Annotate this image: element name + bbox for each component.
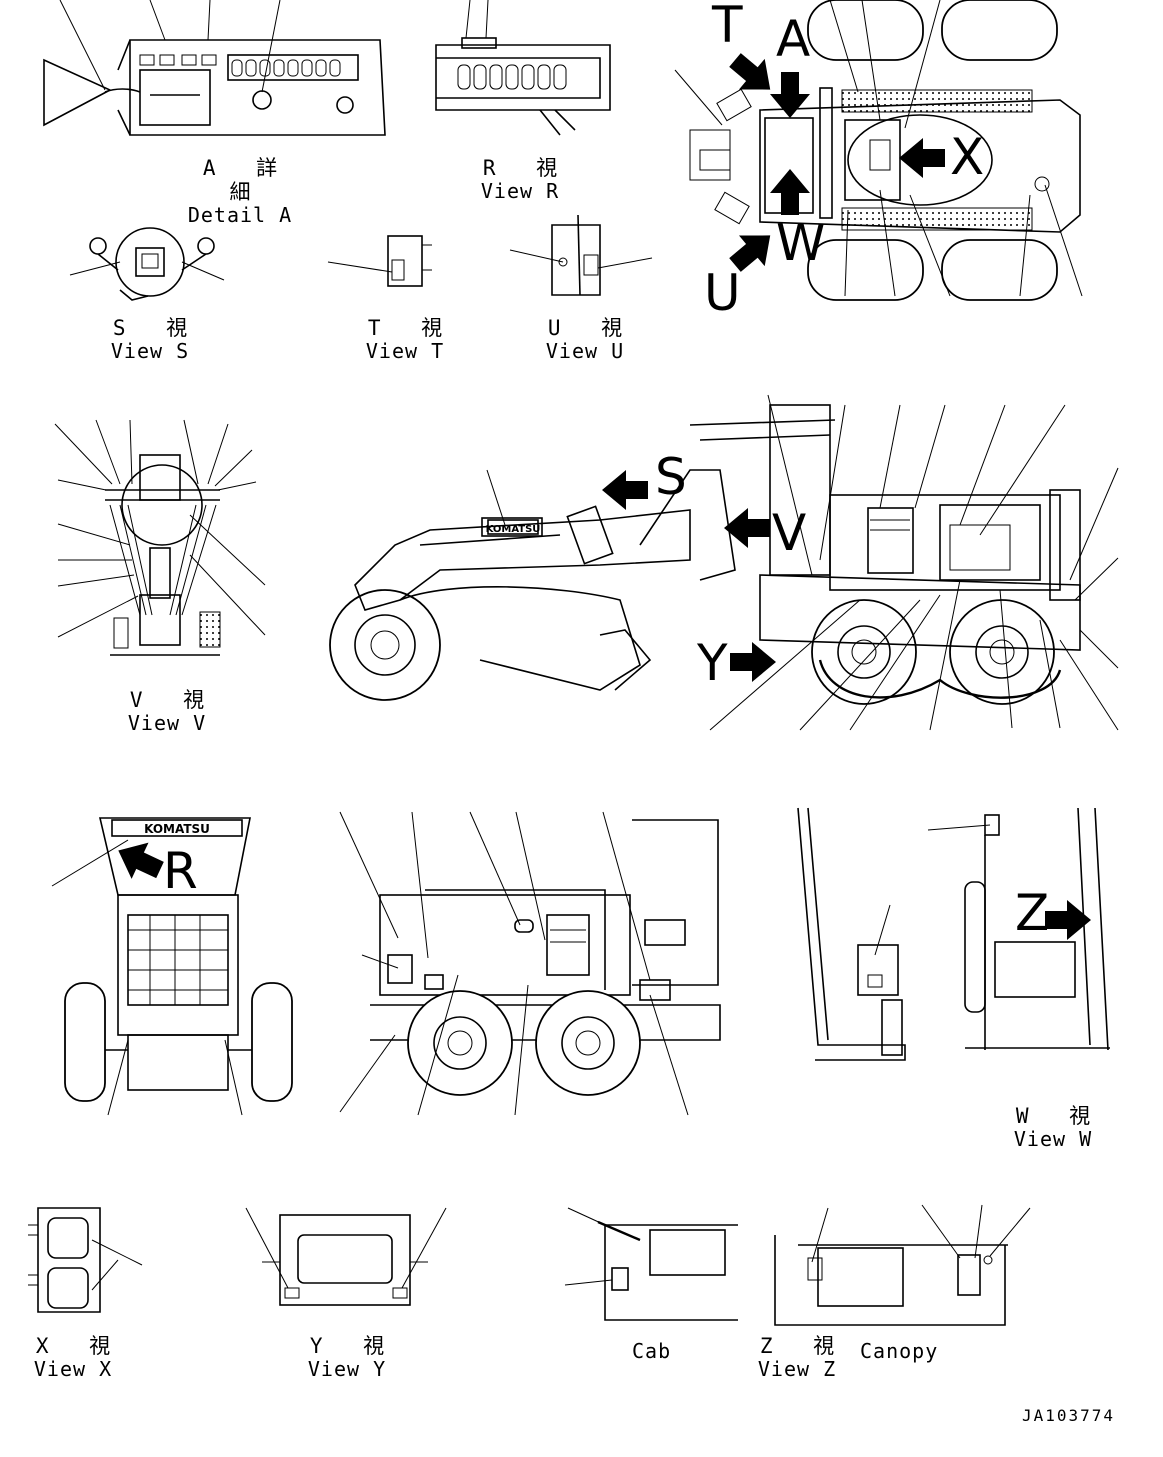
view-x-drawing xyxy=(28,1207,143,1313)
marker-s: S xyxy=(655,448,687,506)
caption-view-z-en: View Z xyxy=(757,1357,837,1382)
caption-view-r: R 視 View R xyxy=(465,156,575,203)
caption-view-y: Y 視 View Y xyxy=(292,1334,402,1381)
caption-detail-a-jp: A 詳 細 xyxy=(202,156,292,205)
marker-w: W xyxy=(776,214,826,272)
caption-detail-a-en: Detail A xyxy=(187,203,293,228)
top-view-drawing xyxy=(674,0,1083,301)
caption-view-s-jp: S 視 xyxy=(112,316,202,340)
caption-view-x-jp: X 視 xyxy=(35,1334,125,1358)
cab-drawing xyxy=(564,1207,738,1321)
caption-view-u: U 視 View U xyxy=(530,316,640,363)
caption-view-s-en: View S xyxy=(110,339,190,364)
caption-cab: Cab xyxy=(632,1340,742,1363)
caption-view-y-en: View Y xyxy=(307,1357,387,1382)
caption-view-r-en: View R xyxy=(480,179,560,204)
marker-x: X xyxy=(950,128,985,186)
caption-view-t: T 視 View T xyxy=(350,316,460,363)
view-v-drawing xyxy=(54,419,266,656)
komatsu-logo-front: KOMATSU xyxy=(144,822,210,836)
caption-view-t-en: View T xyxy=(365,339,445,364)
marker-z: Z xyxy=(1015,884,1050,942)
marker-v: V xyxy=(772,504,807,562)
marker-y: Y xyxy=(697,634,728,692)
caption-canopy: Canopy xyxy=(860,1340,980,1363)
canopy-drawing xyxy=(774,1204,1031,1326)
side-view-drawing: KOMATSU xyxy=(329,394,1119,731)
caption-view-w-en: View W xyxy=(1013,1127,1093,1152)
caption-view-v-jp: V 視 xyxy=(129,688,219,712)
caption-view-r-jp: R 視 xyxy=(482,156,572,180)
marker-a: A xyxy=(776,10,811,68)
komatsu-logo-plate xyxy=(487,519,539,535)
marker-u: U xyxy=(704,264,741,322)
rear-side-view-drawing xyxy=(339,811,721,1116)
caption-view-w: W 視 View W xyxy=(998,1104,1108,1151)
caption-view-t-jp: T 視 xyxy=(367,316,457,340)
view-r-drawing xyxy=(435,0,611,136)
caption-view-x-en: View X xyxy=(33,1357,113,1382)
caption-cab-en: Cab xyxy=(632,1339,672,1363)
caption-detail-a: A 詳 細 Detail A xyxy=(180,156,300,227)
caption-view-w-jp: W 視 xyxy=(1015,1104,1105,1128)
caption-canopy-en: Canopy xyxy=(860,1339,939,1363)
caption-view-x: X 視 View X xyxy=(18,1334,128,1381)
caption-view-z-jp: Z 視 xyxy=(759,1334,849,1358)
caption-view-u-en: View U xyxy=(545,339,625,364)
caption-view-s: S 視 View S xyxy=(95,316,205,363)
marker-r: R xyxy=(163,842,198,900)
komatsu-logo-side: KOMATSU xyxy=(486,524,541,535)
caption-view-y-jp: Y 視 xyxy=(309,1334,399,1358)
view-w-drawing xyxy=(797,807,1110,1061)
front-view-drawing: KOMATSU xyxy=(51,817,293,1116)
caption-view-z: Z 視 View Z xyxy=(742,1334,852,1381)
view-t-drawing xyxy=(327,235,432,287)
caption-view-v-en: View V xyxy=(127,711,207,736)
marker-t: T xyxy=(712,0,743,54)
drawing-number: JA103774 xyxy=(1022,1406,1116,1425)
caption-view-v: V 視 View V xyxy=(112,688,222,735)
view-y-drawing xyxy=(245,1207,447,1306)
view-u-drawing xyxy=(509,214,653,296)
view-s-drawing xyxy=(69,227,225,301)
detail-a-drawing xyxy=(43,0,386,136)
caption-view-u-jp: U 視 xyxy=(547,316,637,340)
